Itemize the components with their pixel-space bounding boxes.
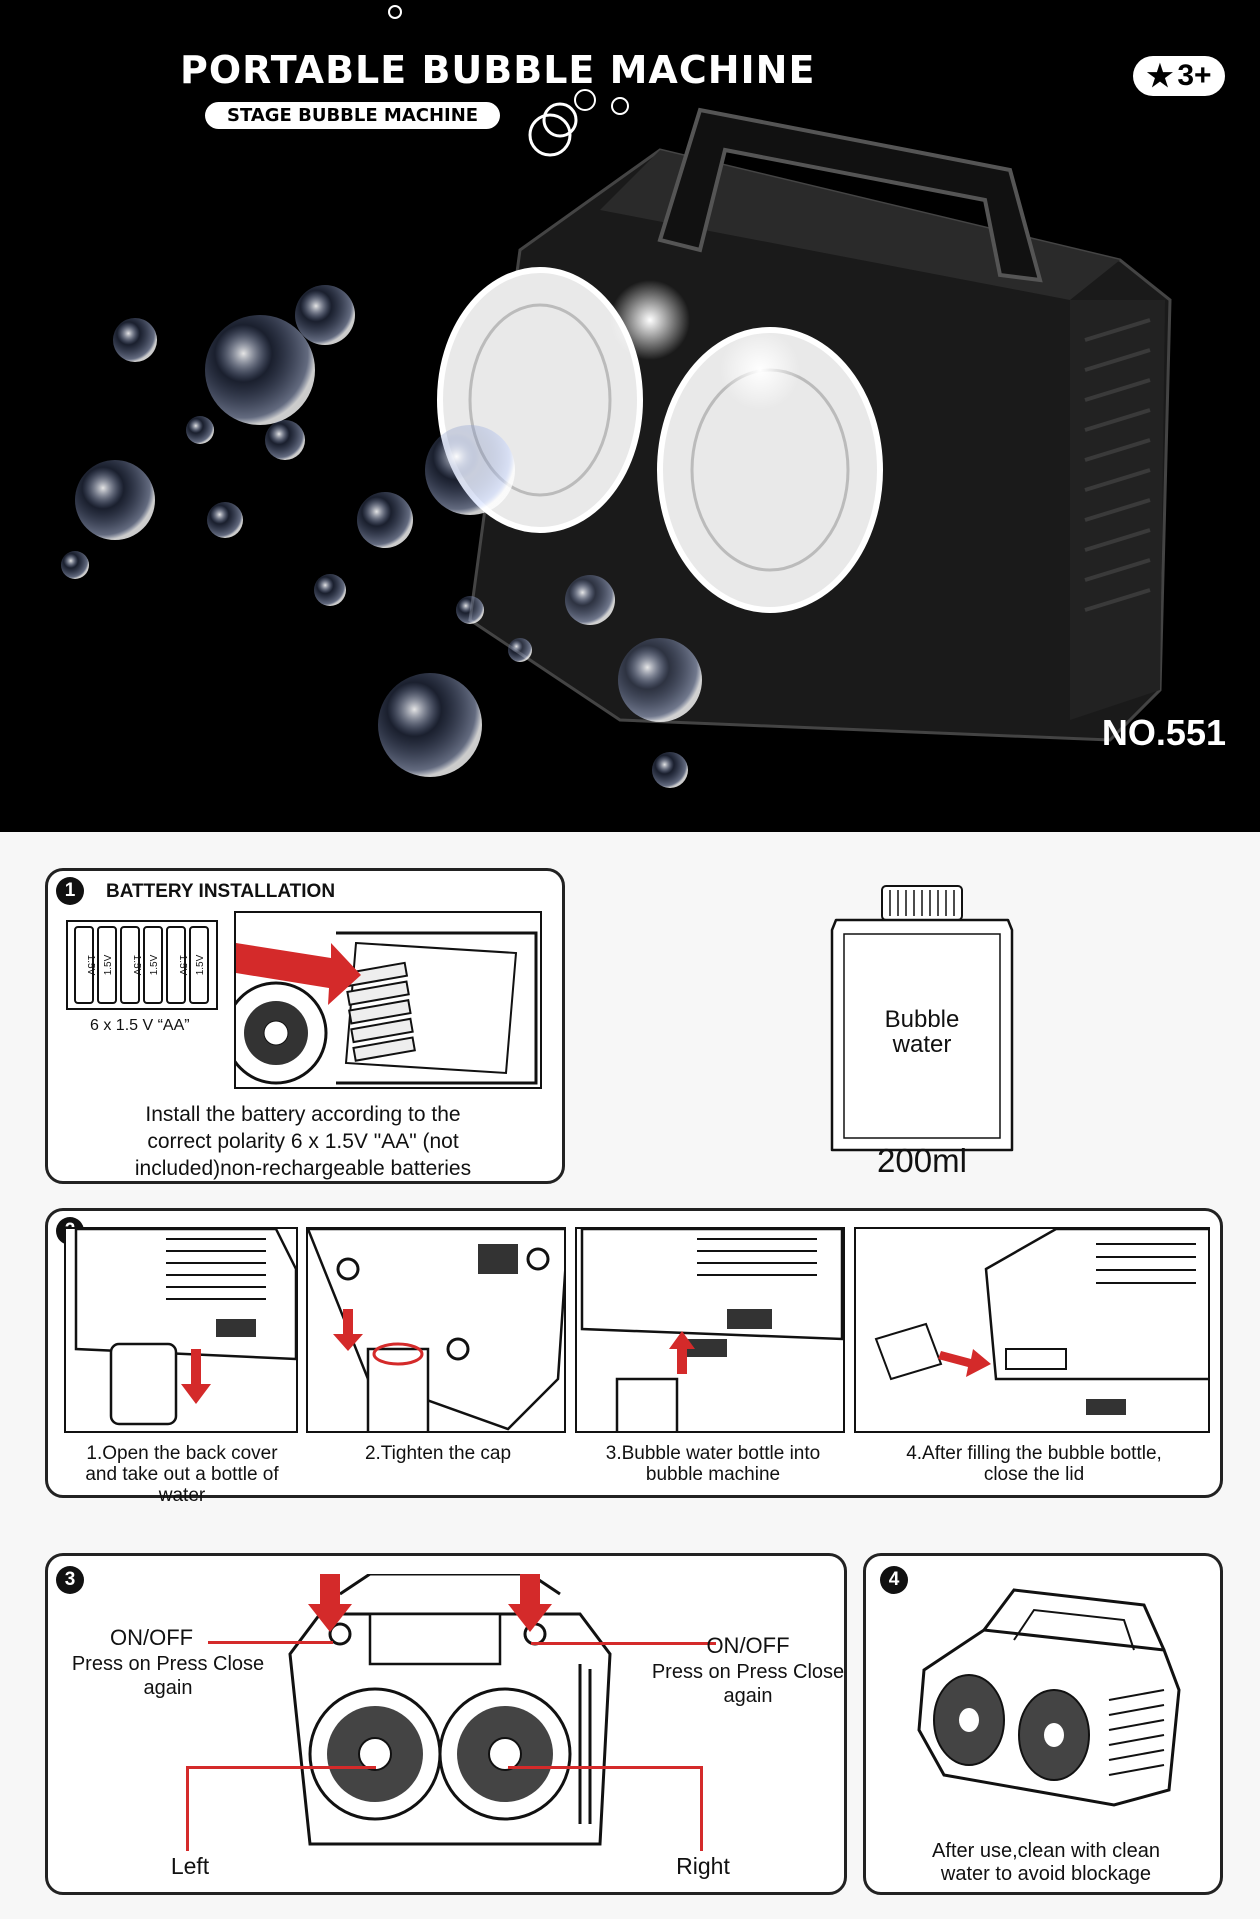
controls-panel: 3 ON/OFF Press on Press Close again ON/O… <box>45 1553 847 1895</box>
age-badge: ★3+ <box>1133 56 1225 96</box>
bubble-water-bottle-icon <box>830 885 1014 1152</box>
machine-front-diagram <box>288 1574 612 1846</box>
left-switch-desc: Press on Press Close again <box>71 1653 265 1699</box>
battery-instruction: Install the battery according to the cor… <box>134 1103 472 1180</box>
step-image-insert-bottle <box>575 1227 845 1433</box>
battery-compartment-image <box>234 911 542 1089</box>
left-fan-pointer-v <box>186 1766 189 1851</box>
machine-angled-diagram <box>917 1588 1181 1807</box>
refill-step-1: 1.Open the back cover and take out a bot… <box>85 1443 279 1506</box>
battery-label: 1.5V <box>85 955 96 976</box>
battery-label: 1.5V <box>103 954 114 975</box>
refill-step-4: 4.After filling the bubble bottle, close… <box>906 1443 1162 1485</box>
battery-label: 1.5V <box>195 954 206 975</box>
battery-label: 1.5V <box>149 954 160 975</box>
refill-step-3: 3.Bubble water bottle into bubble machin… <box>605 1443 821 1485</box>
battery-label: 1.5V <box>177 955 188 976</box>
hero-banner: PORTABLE BUBBLE MACHINE STAGE BUBBLE MAC… <box>0 0 1260 832</box>
step-image-open-cover <box>64 1227 298 1433</box>
bottle-label: Bubble water <box>884 1006 960 1058</box>
battery-pack-icon: 1.5V 1.5V 1.5V 1.5V 1.5V 1.5V <box>66 920 218 1010</box>
right-switch-desc: Press on Press Close again <box>651 1661 845 1707</box>
instruction-sheet: 1 BATTERY INSTALLATION 1.5V 1.5V 1.5V 1.… <box>0 832 1260 1919</box>
cleaning-panel: 4 After use,clean with clean water to av… <box>863 1553 1223 1895</box>
right-fan-pointer-v <box>700 1766 703 1851</box>
battery-spec: 6 x 1.5 V “AA” <box>90 1017 190 1034</box>
refill-step-2: 2.Tighten the cap <box>364 1443 512 1464</box>
step-number-1: 1 <box>56 877 84 905</box>
refill-panel: 2 <box>45 1208 1223 1506</box>
child-icon: ★ <box>1146 59 1174 93</box>
battery-heading: BATTERY INSTALLATION <box>106 881 336 902</box>
battery-panel: 1 BATTERY INSTALLATION 1.5V 1.5V 1.5V 1.… <box>45 868 565 1184</box>
product-subtitle: STAGE BUBBLE MACHINE <box>205 102 501 129</box>
step-image-close-lid <box>854 1227 1210 1433</box>
right-switch-pointer <box>531 1642 716 1645</box>
cleaning-instruction: After use,clean with clean water to avoi… <box>932 1840 1160 1885</box>
step-image-tighten-cap <box>306 1227 566 1433</box>
right-fan-label: Right <box>676 1853 730 1879</box>
left-switch-pointer <box>208 1641 333 1644</box>
left-switch-title: ON/OFF <box>110 1625 194 1650</box>
step-number-4: 4 <box>880 1566 908 1594</box>
right-switch-title: ON/OFF <box>706 1633 790 1658</box>
model-number: NO.551 <box>1101 712 1226 753</box>
right-fan-pointer-h <box>508 1766 703 1769</box>
age-text: 3+ <box>1177 59 1212 92</box>
battery-label: 1.5V <box>131 955 142 976</box>
product-title: PORTABLE BUBBLE MACHINE <box>180 48 816 92</box>
bottle-volume: 200ml <box>877 1142 967 1179</box>
left-fan-pointer-h <box>186 1766 376 1769</box>
left-fan-label: Left <box>170 1853 210 1879</box>
product-illustration <box>61 5 1172 788</box>
step-number-3: 3 <box>56 1566 84 1594</box>
